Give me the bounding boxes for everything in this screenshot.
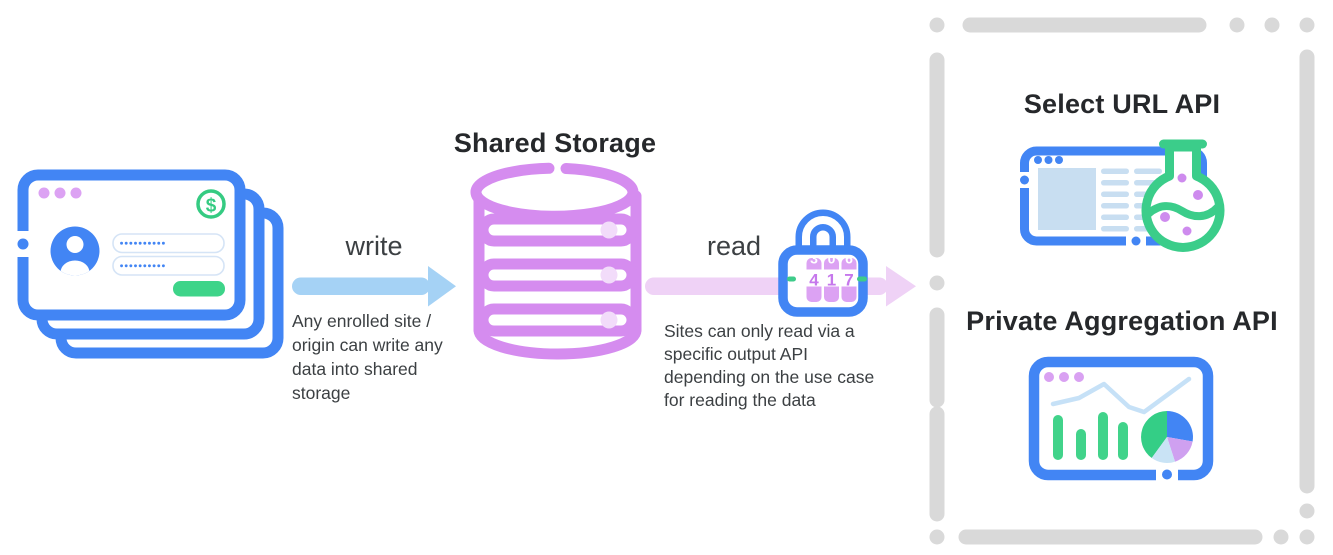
- pie-chart: [1141, 411, 1193, 463]
- dial-fragment: 2: [828, 301, 836, 317]
- border-notch-dot: [1020, 175, 1029, 185]
- dial-fragment: 0: [828, 251, 836, 267]
- lock-dials: 3 0 6 5 2 8 4 1 7: [806, 251, 857, 317]
- private-aggregation-api-icon: [1028, 356, 1214, 482]
- border-notch-dot: [1162, 469, 1172, 480]
- write-label: write: [345, 231, 403, 261]
- lock-digit: 7: [844, 271, 853, 290]
- dashed-frame: [929, 17, 1315, 545]
- write-arrow: [292, 266, 456, 307]
- bubbles: [1160, 173, 1203, 236]
- database-bands: [477, 213, 638, 337]
- dial-fragment: 5: [810, 301, 818, 317]
- combination-lock-icon: 3 0 6 5 2 8 4 1 7: [778, 209, 868, 317]
- line-chart: [1050, 376, 1192, 415]
- border-notch-dot: [1131, 236, 1141, 246]
- bar-chart: [1053, 412, 1128, 460]
- content-block: [1038, 168, 1096, 230]
- liquid-wave: [1144, 202, 1222, 221]
- dial-fragment: 6: [845, 251, 853, 267]
- window-control-dots: [38, 187, 82, 199]
- dollar-glyph: $: [206, 196, 217, 217]
- window-control-dots: [1044, 372, 1084, 382]
- dollar-coin-icon: $: [196, 189, 226, 219]
- select-url-api-title: Select URL API: [1023, 89, 1221, 119]
- dial-fragment: 3: [810, 251, 818, 267]
- dial-fragment: 8: [845, 301, 853, 317]
- password-field-1: [112, 233, 225, 254]
- password-field-2: [112, 255, 225, 276]
- submit-button-shape: [173, 281, 225, 297]
- shared-storage-title: Shared Storage: [453, 128, 657, 158]
- write-note: Any enrolled site / origin can write any…: [292, 311, 443, 403]
- read-label: read: [706, 231, 762, 261]
- flask-icon: [1141, 139, 1225, 252]
- window-control-dots: [1034, 156, 1063, 164]
- shared-storage-database-icon: [470, 162, 642, 360]
- lock-digit: 1: [827, 271, 836, 290]
- read-note: Sites can only read via a specific outpu…: [664, 321, 875, 410]
- browser-stack-icon: $: [12, 169, 284, 359]
- select-url-api-icon: [1016, 139, 1225, 252]
- dial-marker-right: [857, 276, 867, 282]
- user-avatar-icon: [50, 226, 100, 276]
- private-aggregation-api-title: Private Aggregation API: [966, 306, 1278, 336]
- lock-digit: 4: [809, 271, 819, 290]
- read-arrow-and-lock: 3 0 6 5 2 8 4 1 7: [645, 209, 916, 317]
- dial-marker-left: [787, 276, 796, 282]
- border-notch-dot: [17, 238, 29, 250]
